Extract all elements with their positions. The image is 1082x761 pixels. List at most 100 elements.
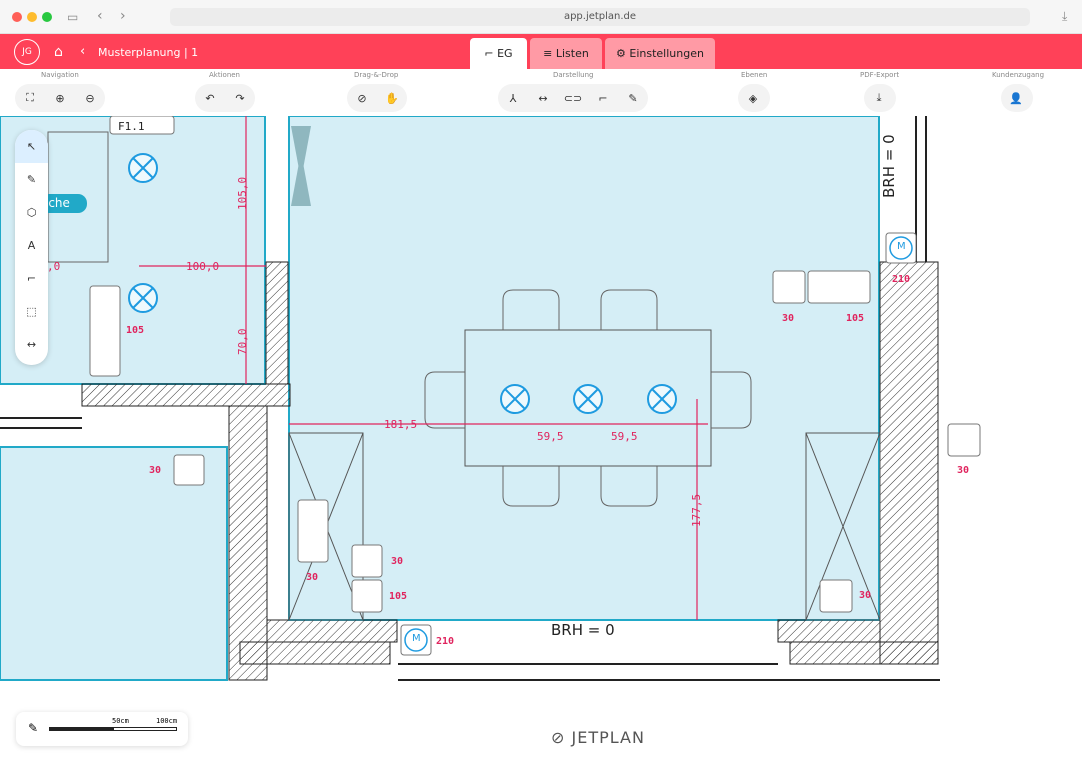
group-label-display: Darstellung bbox=[553, 71, 594, 79]
forward-icon[interactable]: › bbox=[120, 8, 126, 24]
group-label-pdf: PDF-Export bbox=[860, 71, 900, 79]
tab-listen[interactable]: ≡ Listen bbox=[530, 38, 602, 69]
symbol-value: 30 bbox=[859, 590, 872, 601]
fit-screen-icon[interactable]: ⛶ bbox=[26, 91, 34, 104]
wall bbox=[789, 641, 939, 665]
minimize-window-icon[interactable] bbox=[27, 12, 37, 22]
area-select-tool-icon[interactable]: ⬚ bbox=[26, 305, 37, 318]
chevron-left-icon[interactable]: ‹ bbox=[80, 44, 86, 59]
kitchen-label[interactable]: iche bbox=[45, 196, 70, 210]
dimension-tool-icon[interactable]: ↔ bbox=[26, 338, 37, 351]
symbol-value: 30 bbox=[957, 465, 970, 476]
logo-mark-icon: ⊘ bbox=[551, 728, 572, 747]
wall bbox=[266, 619, 398, 643]
brand-logo: ⊘ JETPLAN bbox=[551, 728, 645, 747]
wall bbox=[879, 261, 939, 665]
symbol-value: 30 bbox=[149, 465, 162, 476]
tab-label: EG bbox=[497, 47, 513, 60]
add-user-icon[interactable]: 👤 bbox=[1009, 91, 1023, 105]
room-icon[interactable]: ⌐ bbox=[598, 91, 608, 105]
floorplan-icon: ⌐ bbox=[484, 47, 498, 60]
layers-icon[interactable]: ◈ bbox=[748, 91, 758, 105]
wall bbox=[81, 383, 291, 407]
group-label-layers: Ebenen bbox=[741, 71, 768, 79]
symbol-value: 105 bbox=[126, 325, 145, 336]
gear-icon: ⚙ bbox=[616, 47, 630, 60]
group-label-navigation: Navigation bbox=[41, 71, 79, 79]
download-icon[interactable]: ⤓ bbox=[1062, 9, 1068, 23]
rotate-icon[interactable]: ⊘ bbox=[357, 91, 367, 105]
room-lower-left[interactable] bbox=[0, 446, 228, 681]
avatar[interactable]: JG bbox=[14, 39, 40, 65]
brh-label: BRH = 0 bbox=[551, 621, 615, 639]
measure-tool-icon[interactable]: ✎ bbox=[26, 173, 37, 186]
room-label[interactable]: F1.1 bbox=[118, 120, 145, 133]
zoom-in-icon[interactable]: ⊕ bbox=[55, 91, 65, 105]
back-icon[interactable]: ‹ bbox=[97, 8, 103, 24]
close-window-icon[interactable] bbox=[12, 12, 22, 22]
brh-label: BRH = 0 bbox=[880, 134, 898, 198]
dim-label: ,0 bbox=[47, 260, 61, 273]
sidebar-toggle-icon[interactable]: ▭ bbox=[67, 10, 79, 24]
tab-label: Einstellungen bbox=[629, 47, 704, 60]
symbol-value: 30 bbox=[782, 313, 795, 324]
maximize-window-icon[interactable] bbox=[42, 12, 52, 22]
display-group: ⅄ ↔ ⊂⊃ ⌐ ✎ bbox=[498, 84, 648, 112]
shapes-tool-icon[interactable]: ⬡ bbox=[26, 206, 37, 219]
symbol-value: 210 bbox=[436, 636, 455, 647]
tab-einstellungen[interactable]: ⚙ Einstellungen bbox=[605, 38, 715, 69]
tab-label: Listen bbox=[555, 47, 589, 60]
scale-bar: ✎ 50cm 100cm bbox=[16, 712, 188, 746]
floorplan-svg bbox=[0, 116, 981, 681]
customer-group: 👤 bbox=[1001, 84, 1033, 112]
dim-label: 59,5 bbox=[611, 430, 638, 443]
symbol-value: 105 bbox=[389, 591, 408, 602]
redo-icon[interactable]: ↷ bbox=[235, 91, 245, 105]
group-label-dragdrop: Drag-&-Drop bbox=[354, 71, 399, 79]
pdf-group: ⤓ bbox=[864, 84, 896, 112]
dim-label: 105,0 bbox=[236, 176, 249, 210]
dim-label: 70,0 bbox=[236, 328, 249, 356]
wall bbox=[239, 641, 391, 665]
dimension-icon[interactable]: ↔ bbox=[538, 91, 548, 105]
project-title[interactable]: Musterplanung | 1 bbox=[98, 46, 199, 59]
dining-table[interactable] bbox=[464, 329, 712, 467]
motor-icon[interactable]: M bbox=[412, 633, 421, 644]
hand-icon[interactable]: ✋ bbox=[385, 91, 399, 105]
route-icon[interactable]: ✎ bbox=[628, 91, 638, 105]
floorplan-canvas[interactable] bbox=[0, 116, 1082, 761]
wall bbox=[777, 619, 881, 643]
symbol-value: 30 bbox=[306, 572, 319, 583]
wall bbox=[265, 261, 289, 385]
address-text: app.jetplan.de bbox=[563, 11, 637, 22]
home-icon[interactable]: ⌂ bbox=[54, 44, 63, 60]
dim-label: 177,5 bbox=[690, 493, 703, 527]
navigation-group: ⛶ ⊕ ⊖ bbox=[15, 84, 105, 112]
room-tool-icon[interactable]: ⌐ bbox=[26, 272, 37, 285]
actions-group: ↶ ↷ bbox=[195, 84, 255, 112]
dragdrop-group: ⊘ ✋ bbox=[347, 84, 407, 112]
group-label-customer: Kundenzugang bbox=[992, 71, 1045, 79]
pdf-export-icon[interactable]: ⤓ bbox=[876, 91, 882, 104]
link-icon[interactable]: ⊂⊃ bbox=[563, 91, 583, 105]
tab-eg[interactable]: ⌐ EG bbox=[470, 38, 527, 69]
left-tool-panel: ↖ ✎ ⬡ A ⌐ ⬚ ↔ bbox=[15, 130, 48, 365]
wall bbox=[228, 405, 268, 681]
layers-group: ◈ bbox=[738, 84, 770, 112]
symbol-value: 30 bbox=[391, 556, 404, 567]
text-tool-icon[interactable]: A bbox=[27, 239, 36, 252]
list-icon: ≡ bbox=[543, 47, 556, 60]
pencil-icon[interactable]: ✎ bbox=[28, 721, 39, 735]
room-main[interactable] bbox=[288, 116, 880, 621]
dim-label: 100,0 bbox=[186, 260, 220, 273]
undo-icon[interactable]: ↶ bbox=[205, 91, 215, 105]
motor-icon[interactable]: M bbox=[897, 241, 906, 252]
symbol-icon[interactable]: ⅄ bbox=[509, 91, 517, 105]
zoom-out-icon[interactable]: ⊖ bbox=[85, 91, 95, 105]
select-tool-icon[interactable]: ↖ bbox=[15, 130, 48, 163]
browser-bar: ▭ ‹ › app.jetplan.de ⤓ bbox=[0, 0, 1082, 34]
brand-name: JETPLAN bbox=[571, 728, 645, 747]
address-bar[interactable]: app.jetplan.de bbox=[170, 8, 1030, 26]
scale-label: 50cm bbox=[112, 717, 129, 725]
scale-label: 100cm bbox=[156, 717, 178, 725]
